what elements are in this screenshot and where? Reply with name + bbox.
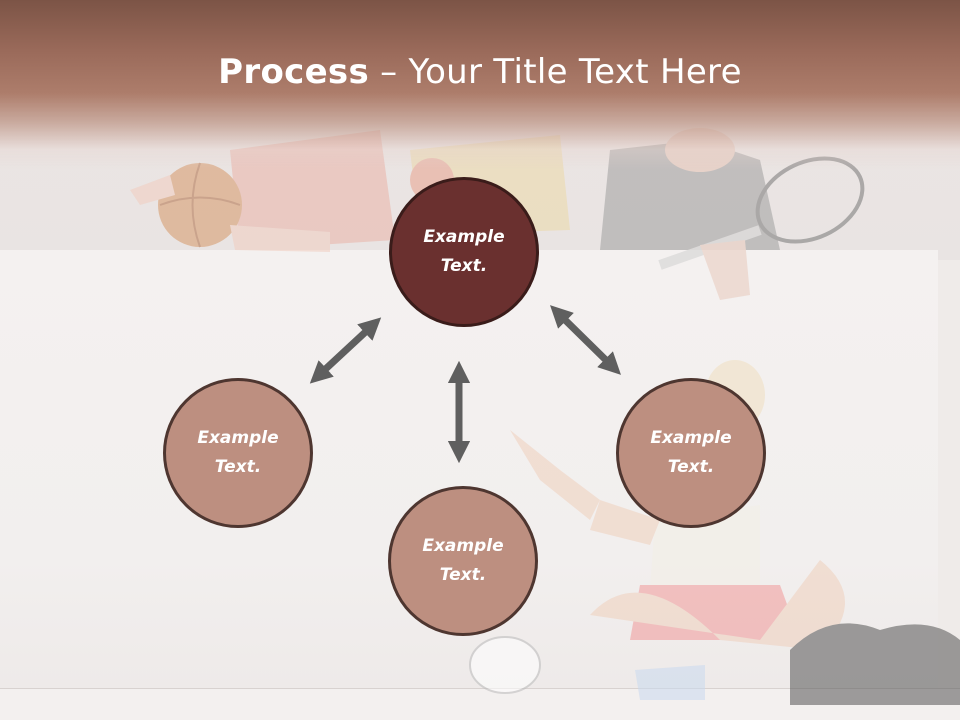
- arrow-center-left: [309, 317, 382, 384]
- process-left-node: Example Text.: [163, 378, 313, 528]
- title-rest: – Your Title Text Here: [369, 52, 742, 92]
- process-bottom-node: Example Text.: [388, 486, 538, 636]
- process-center-node: Example Text.: [389, 177, 539, 327]
- title-band: [0, 0, 960, 170]
- slide-title: Process – Your Title Text Here: [0, 52, 960, 92]
- arrow-center-right: [550, 305, 621, 375]
- title-bold: Process: [218, 52, 370, 92]
- process-right-node: Example Text.: [616, 378, 766, 528]
